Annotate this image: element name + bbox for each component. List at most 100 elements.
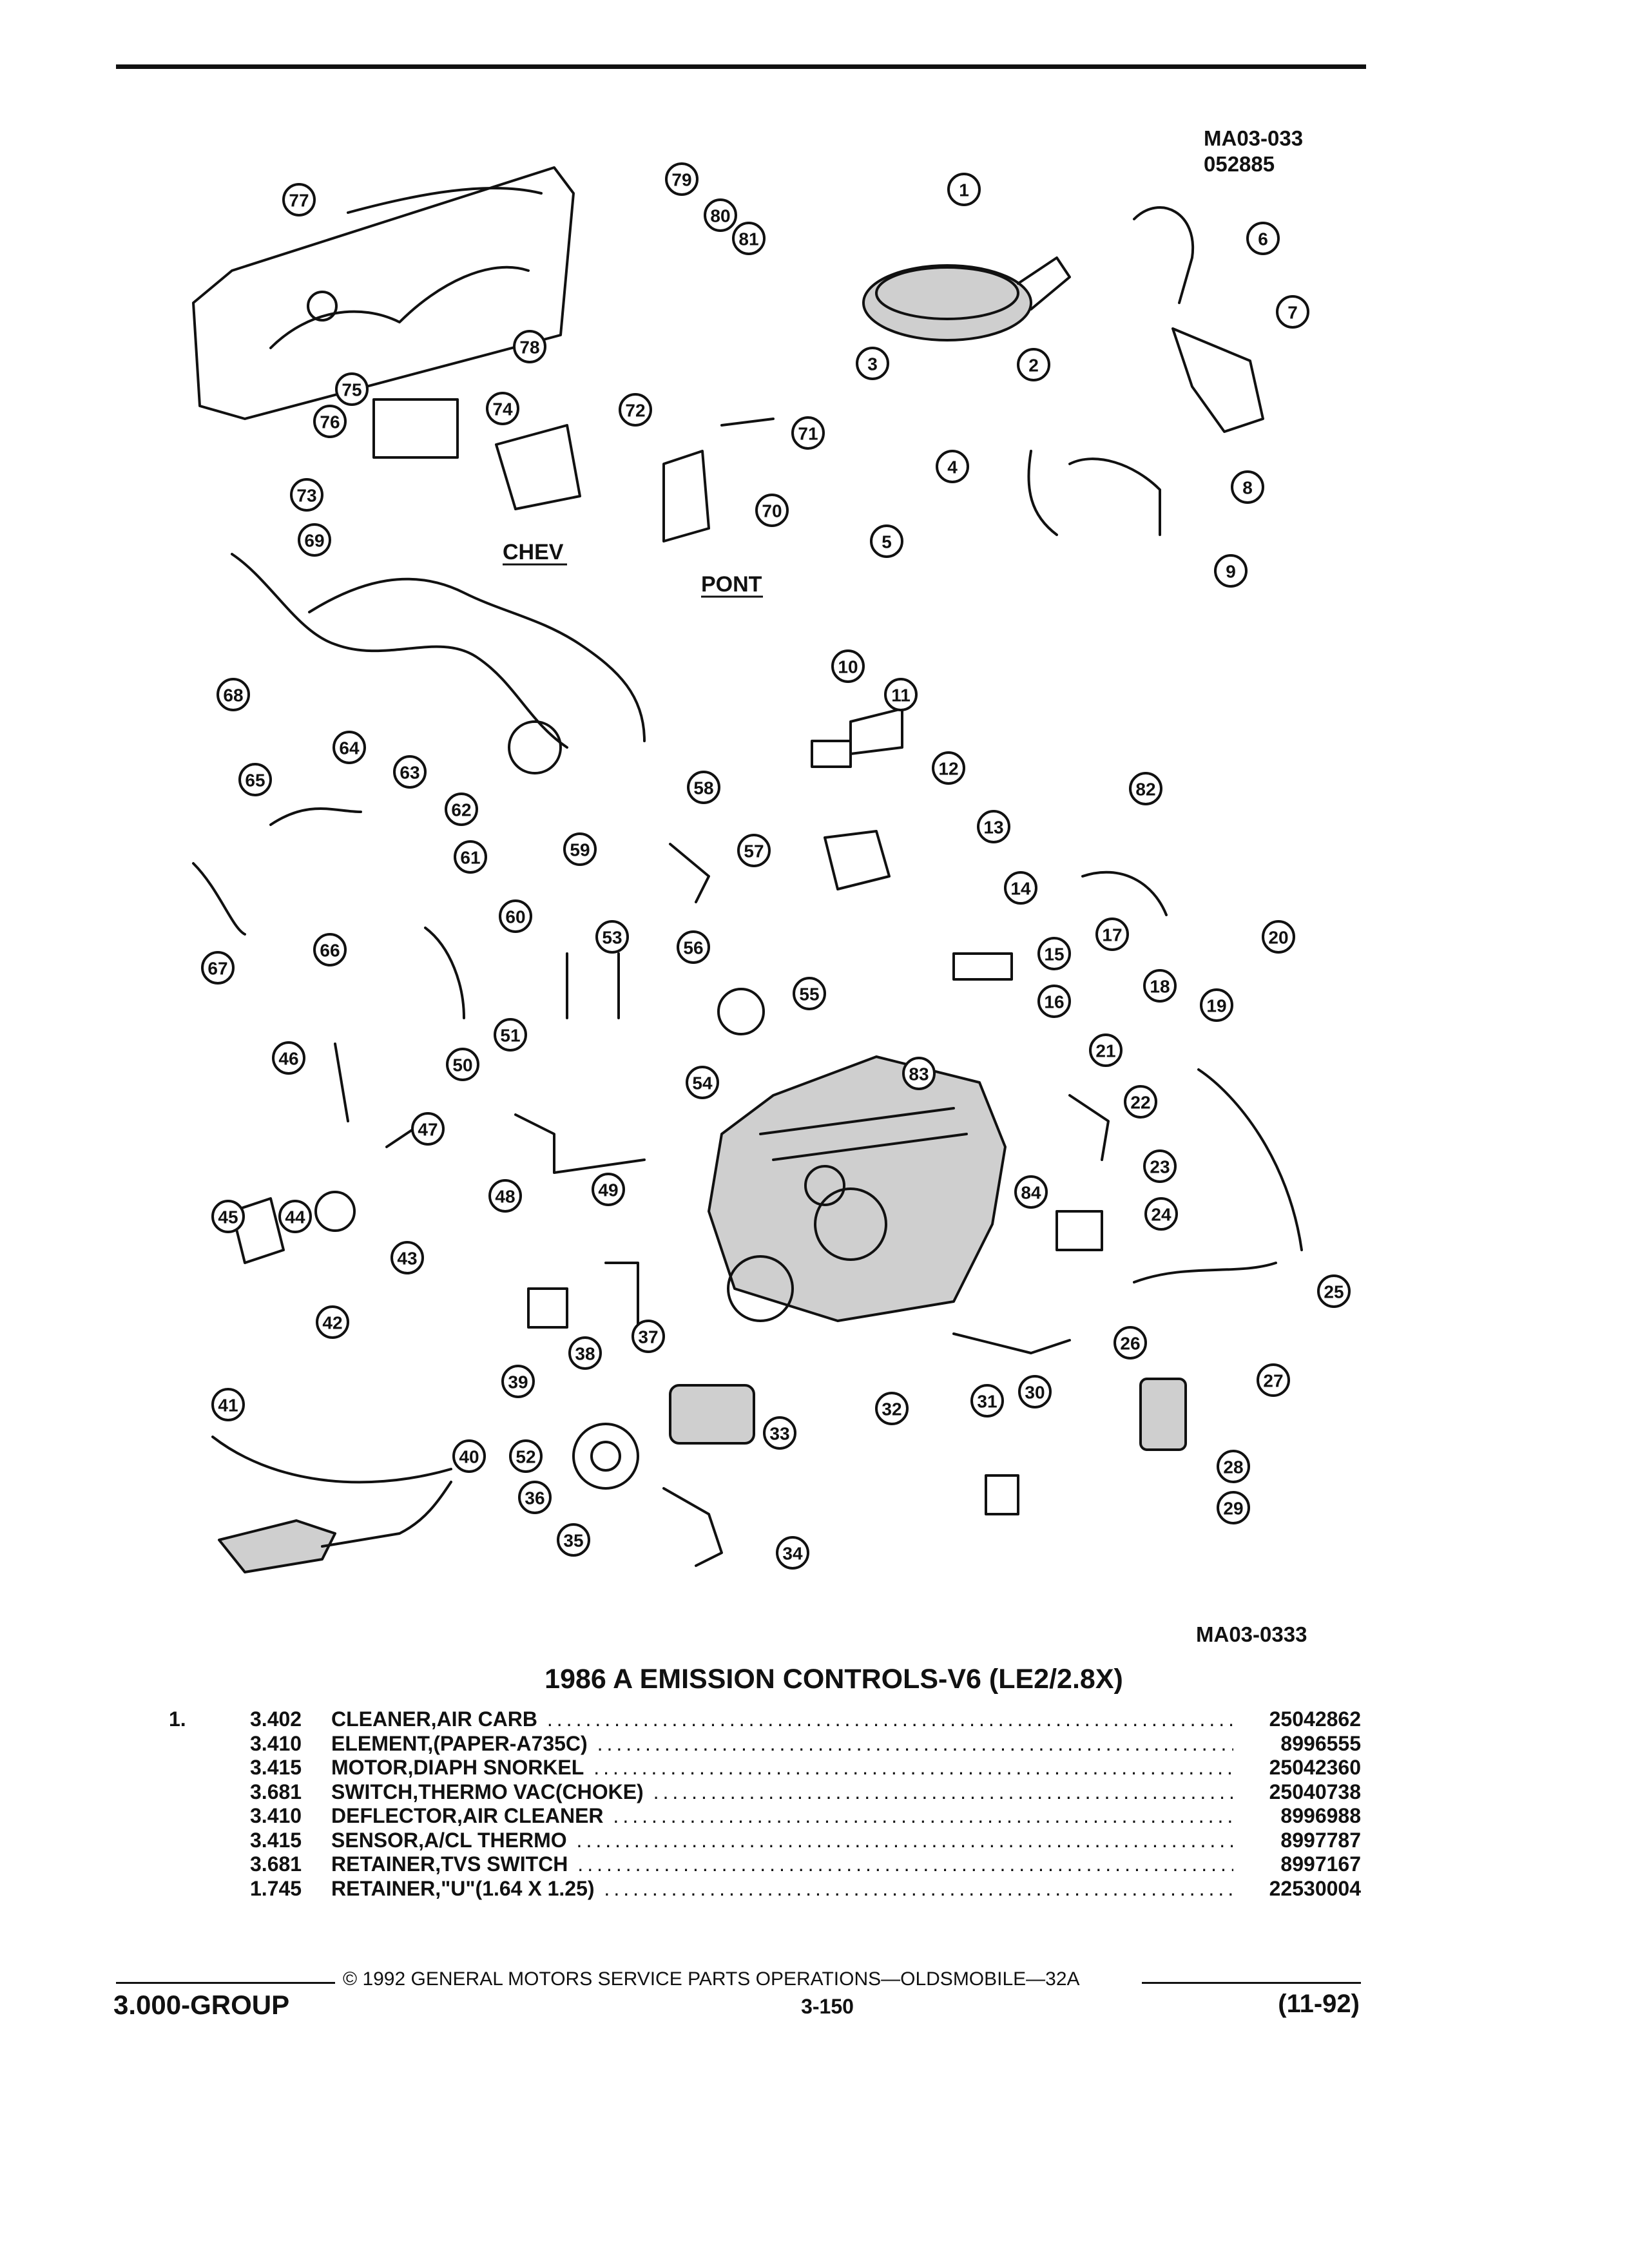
callout-4: 4 [936, 450, 969, 483]
callout-number: 8 [1242, 478, 1253, 498]
callout-20: 20 [1262, 920, 1295, 954]
callout-12: 12 [932, 751, 965, 785]
parts-row: 3.410 DEFLECTOR,AIR CLEANER .............… [169, 1804, 1361, 1829]
parts-ref-number: 1. [169, 1707, 186, 1731]
callout-45: 45 [211, 1200, 245, 1233]
callout-number: 38 [575, 1344, 595, 1364]
callout-circle [1144, 1197, 1178, 1231]
parts-group-code: 3.410 [250, 1804, 302, 1827]
callout-circle [201, 951, 235, 985]
callout-number: 50 [452, 1055, 472, 1075]
parts-group-code: 3.410 [250, 1731, 302, 1755]
callout-circle [518, 1481, 552, 1514]
callout-number: 69 [304, 531, 324, 551]
callout-circle [1018, 1375, 1052, 1408]
callout-number: 22 [1130, 1093, 1150, 1113]
callout-number: 71 [798, 424, 818, 444]
callout-number: 31 [977, 1392, 997, 1412]
callout-circle [870, 524, 903, 558]
callout-circle [592, 1173, 625, 1206]
part-detail: ,TVS SWITCH [435, 1852, 568, 1876]
callout-number: 53 [602, 928, 622, 948]
callout-number: 64 [339, 738, 360, 758]
callout-83: 83 [902, 1057, 936, 1090]
callout-circle [1113, 1326, 1147, 1360]
callout-63: 63 [393, 755, 427, 789]
callout-circle [211, 1388, 245, 1421]
callout-circle [488, 1179, 522, 1213]
callout-64: 64 [333, 731, 366, 764]
callout-number: 7 [1287, 303, 1298, 323]
callout-circle [211, 1200, 245, 1233]
callout-76: 76 [313, 405, 347, 438]
callout-number: 44 [285, 1207, 305, 1227]
chev-label: CHEV [503, 540, 564, 564]
callout-75: 75 [335, 372, 369, 406]
callout-81: 81 [732, 222, 766, 255]
part-name: ELEMENT [331, 1731, 428, 1755]
part-number: 25042360 [1262, 1756, 1361, 1780]
callout-circle [1214, 554, 1248, 588]
callout-circle [665, 162, 699, 196]
callout-circle [902, 1057, 936, 1090]
dot-leader: ........................................… [604, 1876, 1233, 1900]
callout-46: 46 [272, 1041, 305, 1075]
part-number: 22530004 [1262, 1876, 1361, 1901]
page-title: 1986 A EMISSION CONTROLS-V6 (LE2/2.8X) [545, 1664, 1123, 1695]
callout-78: 78 [513, 330, 546, 363]
callout-21: 21 [1089, 1033, 1123, 1067]
callout-54: 54 [686, 1066, 719, 1099]
callout-30: 30 [1018, 1375, 1052, 1408]
callout-circle [619, 393, 652, 427]
callout-59: 59 [563, 832, 597, 866]
parts-description: CLEANER,AIR CARB .......................… [331, 1707, 1233, 1731]
callout-number: 54 [692, 1073, 713, 1093]
callout-17: 17 [1095, 918, 1129, 951]
callout-number: 24 [1151, 1205, 1171, 1225]
callout-circle [298, 523, 331, 557]
callout-circle [1095, 918, 1129, 951]
callout-circle [686, 1066, 719, 1099]
callout-number: 83 [909, 1064, 929, 1084]
callout-circle [1037, 985, 1071, 1018]
part-name: CLEANER [331, 1707, 431, 1731]
parts-group-code: 1.745 [250, 1876, 302, 1900]
callout-8: 8 [1231, 470, 1264, 504]
callout-number: 34 [782, 1544, 803, 1564]
callout-circle [390, 1241, 424, 1274]
callout-number: 58 [693, 778, 713, 798]
pont-label: PONT [701, 572, 762, 597]
callout-38: 38 [568, 1336, 602, 1370]
dot-leader: ........................................… [597, 1731, 1233, 1755]
parts-description: DEFLECTOR,AIR CLEANER ..................… [331, 1804, 1233, 1828]
callout-number: 36 [525, 1488, 545, 1508]
callout-number: 9 [1226, 562, 1236, 582]
callout-55: 55 [793, 977, 826, 1010]
part-name: SWITCH [331, 1780, 413, 1803]
callout-number: 78 [519, 338, 539, 358]
callout-number: 15 [1044, 945, 1064, 965]
parts-group-code: 3.415 [250, 1828, 302, 1852]
callout-9: 9 [1214, 554, 1248, 588]
callout-number: 59 [570, 840, 590, 860]
callout-3: 3 [856, 347, 889, 380]
parts-description: SENSOR,A/CL THERMO .....................… [331, 1829, 1233, 1852]
callout-number: 51 [500, 1026, 520, 1046]
callout-73: 73 [290, 478, 323, 512]
callout-80: 80 [704, 198, 737, 232]
callout-circle [977, 810, 1010, 843]
parts-description: RETAINER,TVS SWITCH ....................… [331, 1852, 1233, 1876]
callout-circle [411, 1112, 445, 1146]
callout-circle [316, 1305, 349, 1339]
callout-number: 55 [799, 985, 819, 1004]
callout-number: 11 [891, 686, 911, 706]
callout-number: 45 [218, 1207, 238, 1227]
callout-circle [595, 920, 629, 954]
callout-number: 5 [882, 532, 892, 552]
callout-circle [282, 183, 316, 216]
callout-number: 29 [1223, 1499, 1243, 1519]
callout-circle [501, 1365, 535, 1398]
callout-53: 53 [595, 920, 629, 954]
